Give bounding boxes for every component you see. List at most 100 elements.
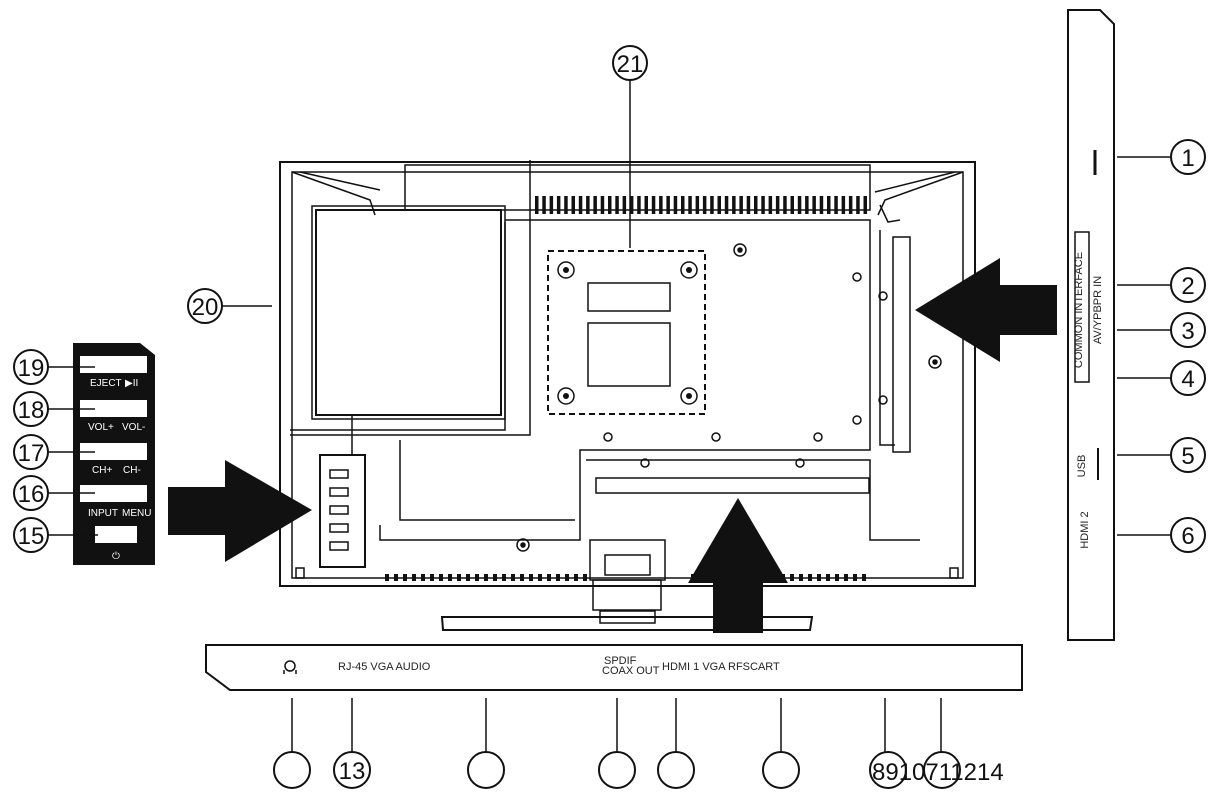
usb-label: USB — [1076, 455, 1088, 478]
av-ypbpr-label: AV/YPBPR IN — [1092, 276, 1104, 344]
rj45-vga-audio-label: RJ-45 VGA AUDIO — [338, 661, 431, 673]
power-icon: ⏻ — [112, 551, 120, 562]
vent-slot — [681, 196, 685, 214]
vent-slot — [615, 196, 619, 214]
vent-slot — [856, 196, 860, 214]
vent-slot — [797, 196, 802, 214]
vent-slot — [863, 196, 867, 214]
callout-18: 18 — [18, 397, 45, 424]
vent-slot — [848, 196, 853, 214]
callout-3: 3 — [1181, 318, 1194, 345]
side-port-panel: COMMON INTERFACE AV/YPBPR IN USB HDMI 2 — [1067, 9, 1115, 641]
eject-label: EJECT — [90, 378, 122, 389]
vent-slot — [593, 196, 597, 214]
vent-slot — [574, 574, 578, 581]
callout-15: 15 — [18, 523, 45, 550]
vent-slot — [817, 574, 821, 581]
callout-16: 16 — [18, 481, 45, 508]
callout-17: 17 — [18, 440, 45, 467]
vent-slot — [732, 196, 736, 214]
vent-slot — [403, 574, 407, 581]
vent-slot — [571, 196, 575, 214]
vesa-mount-area — [547, 80, 706, 415]
vent-slot — [775, 196, 780, 214]
vent-slot — [484, 574, 488, 581]
bottom-port-panel: RJ-45 VGA AUDIO SPDIF COAX OUT HDMI 1 VG… — [205, 644, 1023, 691]
vent-slot — [834, 196, 838, 214]
vent-slot — [466, 574, 470, 581]
callout-2: 2 — [1181, 273, 1194, 300]
vent-slot — [578, 196, 583, 214]
vent-slot — [549, 196, 554, 214]
vent-slot — [421, 574, 425, 581]
callout-4-circle — [1170, 360, 1206, 396]
vent-slot — [520, 574, 524, 581]
hdmi2-label: HDMI 2 — [1079, 511, 1091, 548]
vent-slot — [688, 196, 692, 214]
vent-slot — [586, 196, 590, 214]
vent-slot — [805, 196, 809, 214]
callout-6-circle — [1170, 517, 1206, 553]
vent-slot — [853, 574, 857, 581]
vent-slot — [659, 196, 663, 214]
vent-slot — [439, 574, 443, 581]
eject-play-key — [80, 356, 147, 373]
vent-slot — [783, 196, 787, 214]
callout-group-8-14: 8910711214 — [872, 759, 1004, 786]
internal-frame-lines — [290, 160, 920, 541]
vent-slot — [844, 574, 848, 581]
vol-plus-label: VOL+ — [88, 422, 114, 433]
callout-20: 20 — [192, 294, 219, 321]
input-label: INPUT — [88, 508, 118, 519]
top-callout: 21 — [612, 45, 648, 81]
vent-slot — [702, 196, 707, 214]
vent-slot — [600, 196, 605, 214]
vent-slot — [535, 196, 539, 214]
vent-slot — [556, 196, 561, 214]
vent-slot — [629, 196, 634, 214]
ch-plus-label: CH+ — [92, 465, 112, 476]
vent-slot — [717, 196, 721, 214]
vent-slot — [799, 574, 803, 581]
vent-slot — [556, 574, 560, 581]
vent-slot — [412, 574, 416, 581]
vent-slot — [637, 196, 641, 214]
vent-slot — [808, 574, 812, 581]
vent-slot — [564, 196, 568, 214]
left-callout-20: 20 — [187, 288, 272, 324]
vent-slot — [673, 196, 678, 214]
vent-slot — [835, 574, 839, 581]
callout-5: 5 — [1181, 443, 1194, 470]
vent-slot — [812, 196, 816, 214]
screws — [516, 243, 942, 552]
right-callouts: 1 2 3 4 5 6 — [1117, 139, 1206, 553]
vent-slot — [565, 574, 569, 581]
menu-label: MENU — [122, 508, 151, 519]
vent-slot — [739, 196, 743, 214]
callout-19: 19 — [18, 355, 45, 382]
spdif-label: SPDIF — [604, 655, 637, 667]
vent-slot — [457, 574, 461, 581]
vent-slot — [493, 574, 497, 581]
callout-2-circle — [1170, 267, 1206, 303]
callout-4: 4 — [1181, 366, 1194, 393]
vent-slot — [746, 196, 751, 214]
stand — [440, 539, 814, 631]
tv-housing — [279, 161, 976, 587]
callout-1: 1 — [1181, 145, 1194, 172]
vent-slot — [666, 196, 670, 214]
callout-21: 21 — [617, 51, 644, 78]
vent-slot — [542, 196, 546, 214]
vent-slot — [448, 574, 452, 581]
volume-key — [80, 400, 147, 417]
vent-slot — [583, 574, 587, 581]
vent-slot — [761, 196, 765, 214]
keypad-callouts: 19 18 17 16 15 — [13, 349, 98, 553]
channel-key — [80, 443, 147, 460]
vent-slot — [826, 574, 830, 581]
vent-slot — [430, 574, 434, 581]
coax-out-label: COAX OUT — [602, 665, 660, 677]
vent-slot — [695, 196, 700, 214]
vent-slot — [724, 196, 729, 214]
